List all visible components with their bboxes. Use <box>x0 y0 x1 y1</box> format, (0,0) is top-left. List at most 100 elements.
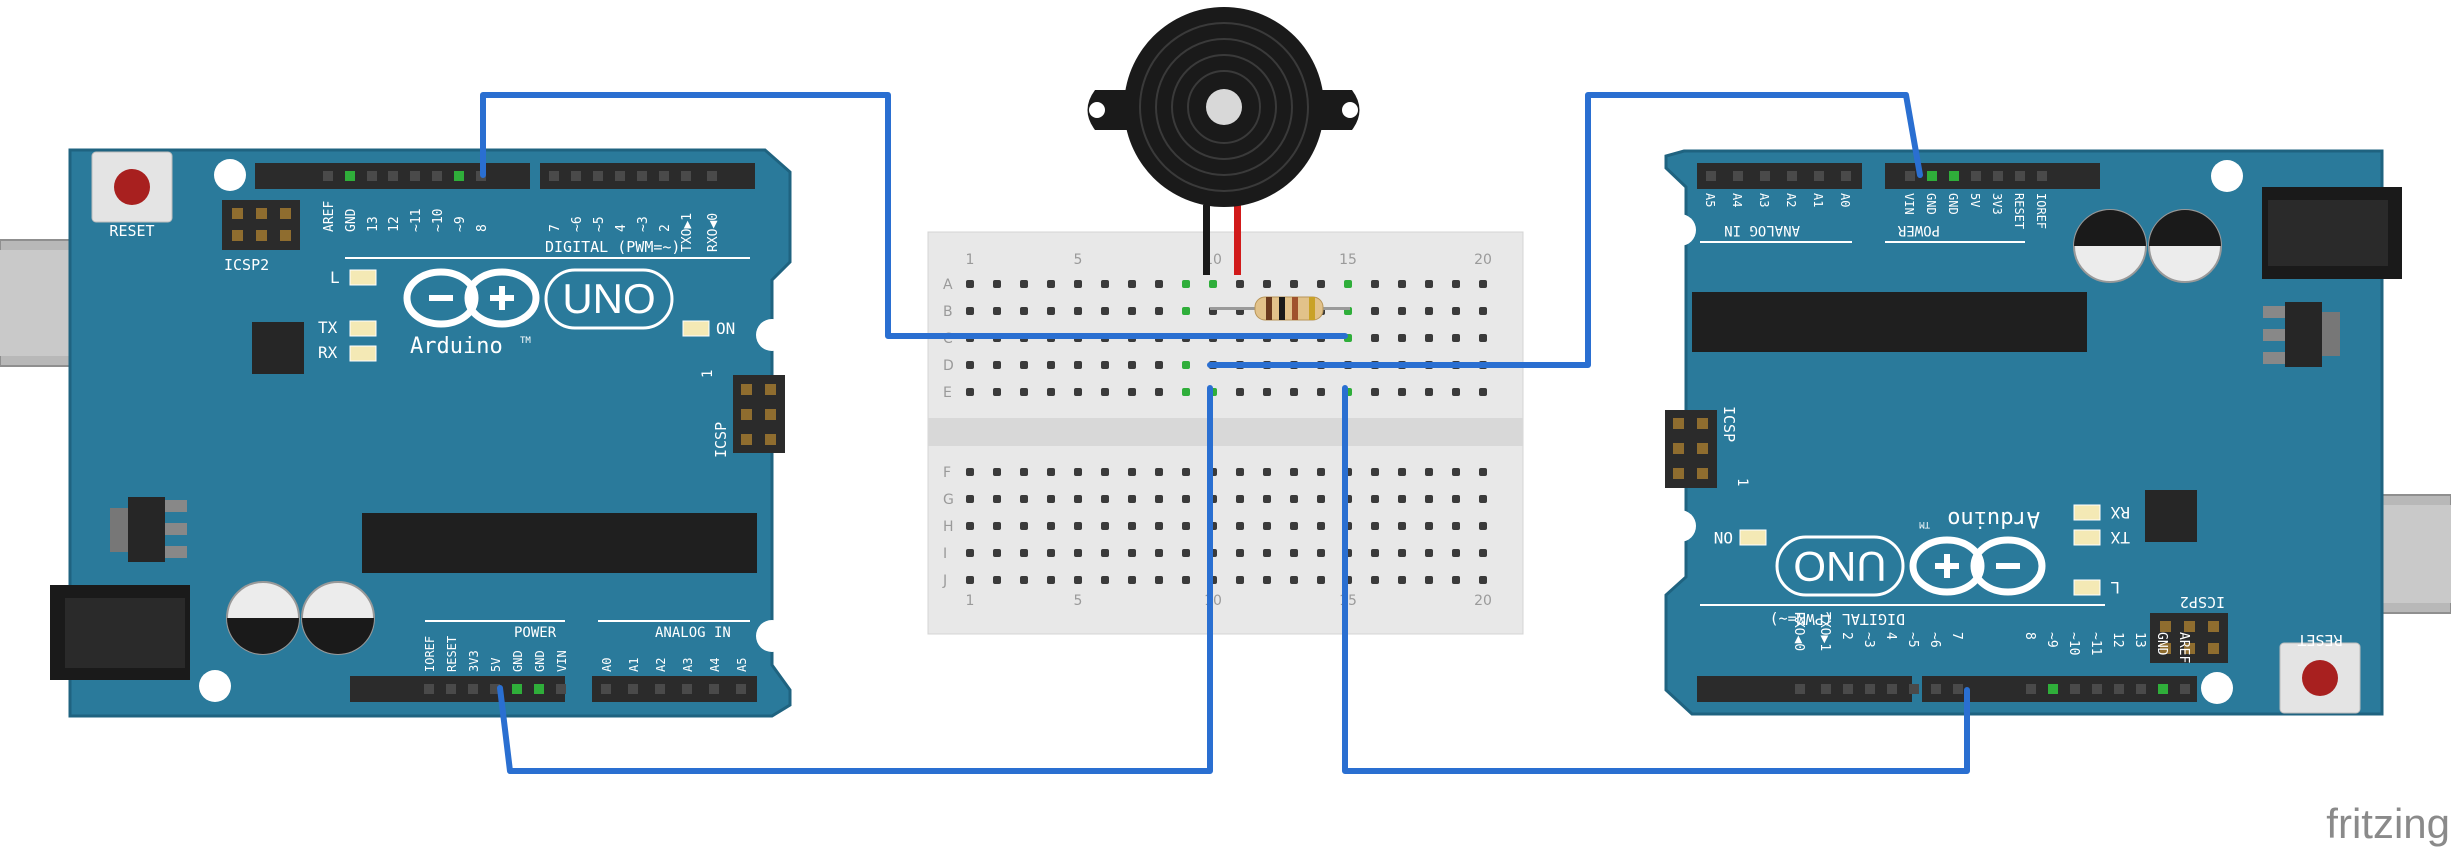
breadboard-hole[interactable] <box>966 576 974 584</box>
header-pin[interactable] <box>1949 171 1959 181</box>
breadboard-hole[interactable] <box>1182 495 1190 503</box>
breadboard-hole[interactable] <box>1317 522 1325 530</box>
breadboard-hole[interactable] <box>1101 280 1109 288</box>
breadboard-hole[interactable] <box>1236 549 1244 557</box>
piezo-buzzer[interactable] <box>1087 7 1360 275</box>
breadboard-hole[interactable] <box>1371 549 1379 557</box>
header-pin[interactable] <box>446 684 456 694</box>
breadboard-hole[interactable] <box>1236 468 1244 476</box>
breadboard-hole[interactable] <box>1236 495 1244 503</box>
breadboard-hole[interactable] <box>1128 361 1136 369</box>
breadboard-hole[interactable] <box>1317 495 1325 503</box>
breadboard-hole[interactable] <box>1263 495 1271 503</box>
breadboard-hole[interactable] <box>1074 361 1082 369</box>
breadboard-hole[interactable] <box>1047 576 1055 584</box>
breadboard-hole[interactable] <box>1398 495 1406 503</box>
breadboard-hole[interactable] <box>993 361 1001 369</box>
breadboard-hole[interactable] <box>1236 280 1244 288</box>
breadboard-hole[interactable] <box>1317 549 1325 557</box>
header-pin[interactable] <box>593 171 603 181</box>
breadboard-hole[interactable] <box>993 388 1001 396</box>
header-pin[interactable] <box>468 684 478 694</box>
breadboard-hole[interactable] <box>1317 388 1325 396</box>
breadboard-hole[interactable] <box>1452 495 1460 503</box>
breadboard-hole[interactable] <box>1425 522 1433 530</box>
breadboard-hole[interactable] <box>1425 307 1433 315</box>
breadboard-hole[interactable] <box>1317 576 1325 584</box>
breadboard-hole[interactable] <box>966 495 974 503</box>
header-pin[interactable] <box>2037 171 2047 181</box>
breadboard-hole[interactable] <box>1020 388 1028 396</box>
breadboard-hole[interactable] <box>1263 468 1271 476</box>
breadboard-hole[interactable] <box>1398 280 1406 288</box>
breadboard-hole[interactable] <box>1047 280 1055 288</box>
breadboard-hole[interactable] <box>1425 388 1433 396</box>
header-pin[interactable] <box>388 171 398 181</box>
breadboard-hole[interactable] <box>966 361 974 369</box>
header-pin[interactable] <box>659 171 669 181</box>
breadboard-hole[interactable] <box>1263 522 1271 530</box>
header-pin[interactable] <box>1814 171 1824 181</box>
breadboard-hole[interactable] <box>1263 280 1271 288</box>
breadboard-hole[interactable] <box>1182 576 1190 584</box>
wire-right-pin9-to-breadboard[interactable] <box>1342 385 1970 774</box>
breadboard-hole[interactable] <box>1155 388 1163 396</box>
header-pin[interactable] <box>490 684 500 694</box>
breadboard-hole[interactable] <box>1101 495 1109 503</box>
breadboard-hole[interactable] <box>1371 468 1379 476</box>
breadboard-hole[interactable] <box>1290 576 1298 584</box>
breadboard-hole[interactable] <box>993 576 1001 584</box>
header-pin[interactable] <box>534 684 544 694</box>
breadboard-hole[interactable] <box>1047 549 1055 557</box>
header-pin[interactable] <box>556 684 566 694</box>
breadboard-hole[interactable] <box>966 549 974 557</box>
breadboard-hole[interactable] <box>1074 280 1082 288</box>
header-pin[interactable] <box>1993 171 2003 181</box>
breadboard-hole[interactable] <box>1128 576 1136 584</box>
breadboard-hole[interactable] <box>1317 468 1325 476</box>
header-pin[interactable] <box>1953 684 1963 694</box>
breadboard-hole[interactable] <box>1182 549 1190 557</box>
header-pin[interactable] <box>2015 171 2025 181</box>
header-pin[interactable] <box>1905 171 1915 181</box>
breadboard-hole[interactable] <box>1155 495 1163 503</box>
header-pin[interactable] <box>2114 684 2124 694</box>
breadboard-hole[interactable] <box>1074 549 1082 557</box>
breadboard-hole[interactable] <box>1371 334 1379 342</box>
breadboard-hole[interactable] <box>1371 495 1379 503</box>
breadboard-hole[interactable] <box>1398 334 1406 342</box>
breadboard-hole[interactable] <box>1263 549 1271 557</box>
breadboard-hole[interactable] <box>993 522 1001 530</box>
left-reset-cap[interactable] <box>114 169 150 205</box>
breadboard-hole[interactable] <box>1020 549 1028 557</box>
breadboard-hole[interactable] <box>1371 388 1379 396</box>
breadboard-hole[interactable] <box>993 549 1001 557</box>
breadboard-hole[interactable] <box>1290 522 1298 530</box>
breadboard-hole[interactable] <box>1425 576 1433 584</box>
breadboard-hole[interactable] <box>1047 388 1055 396</box>
breadboard-hole[interactable] <box>1047 468 1055 476</box>
breadboard-hole[interactable] <box>1452 334 1460 342</box>
breadboard-hole[interactable] <box>1452 549 1460 557</box>
breadboard-hole[interactable] <box>1128 468 1136 476</box>
breadboard-hole[interactable] <box>966 280 974 288</box>
breadboard-hole[interactable] <box>1263 388 1271 396</box>
header-pin[interactable] <box>1821 684 1831 694</box>
breadboard-hole[interactable] <box>1074 388 1082 396</box>
breadboard-hole[interactable] <box>1290 388 1298 396</box>
breadboard-hole[interactable] <box>1371 522 1379 530</box>
breadboard-hole[interactable] <box>1398 522 1406 530</box>
header-pin[interactable] <box>367 171 377 181</box>
breadboard-hole[interactable] <box>1020 495 1028 503</box>
breadboard-hole[interactable] <box>1128 280 1136 288</box>
breadboard-hole[interactable] <box>1074 495 1082 503</box>
breadboard-hole[interactable] <box>966 307 974 315</box>
header-pin[interactable] <box>707 171 717 181</box>
breadboard-hole[interactable] <box>1155 549 1163 557</box>
header-pin[interactable] <box>410 171 420 181</box>
header-pin[interactable] <box>1909 684 1919 694</box>
header-pin[interactable] <box>1733 171 1743 181</box>
header-pin[interactable] <box>736 684 746 694</box>
breadboard-hole[interactable] <box>1317 280 1325 288</box>
breadboard-hole[interactable] <box>1398 388 1406 396</box>
